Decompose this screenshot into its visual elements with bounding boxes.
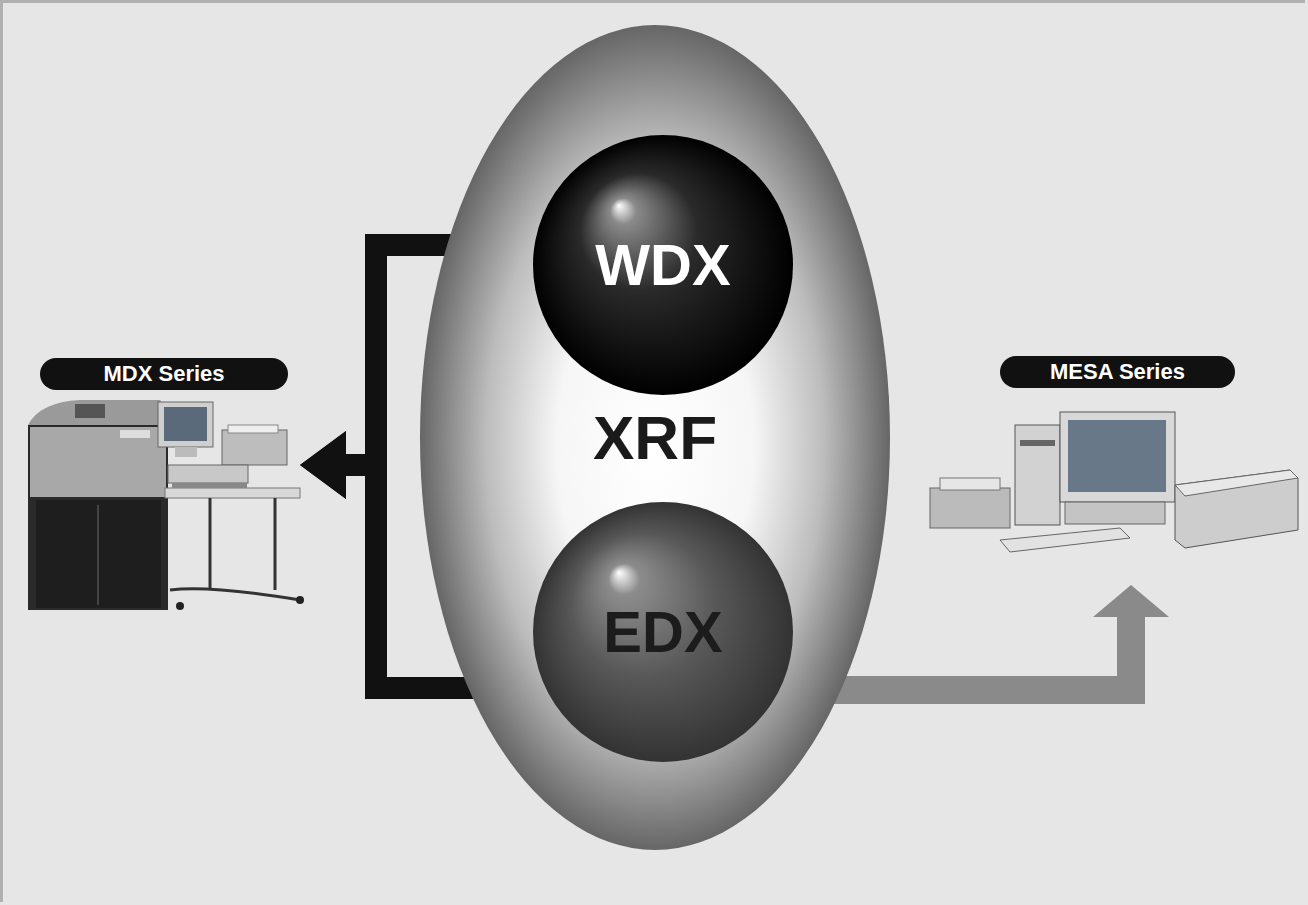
arrow-head — [300, 431, 346, 499]
method-label: WDX — [595, 236, 730, 294]
method-label: XRF — [593, 407, 717, 469]
series-label: MDX Series — [40, 358, 288, 390]
arrow-head — [300, 431, 346, 499]
mdx-instrument — [28, 400, 304, 610]
arrow-head — [1093, 585, 1169, 617]
series-label: MESA Series — [1000, 356, 1235, 388]
method-circle: WDX — [533, 135, 793, 395]
method-label: EDX — [603, 603, 722, 661]
product-series: MESA Series — [995, 356, 1240, 585]
mesa-instrument — [930, 412, 1298, 552]
method-circle: EDX — [533, 502, 793, 762]
method-ellipse: XRF WDX EDX — [420, 25, 890, 850]
product-series: MDX Series — [40, 358, 300, 615]
